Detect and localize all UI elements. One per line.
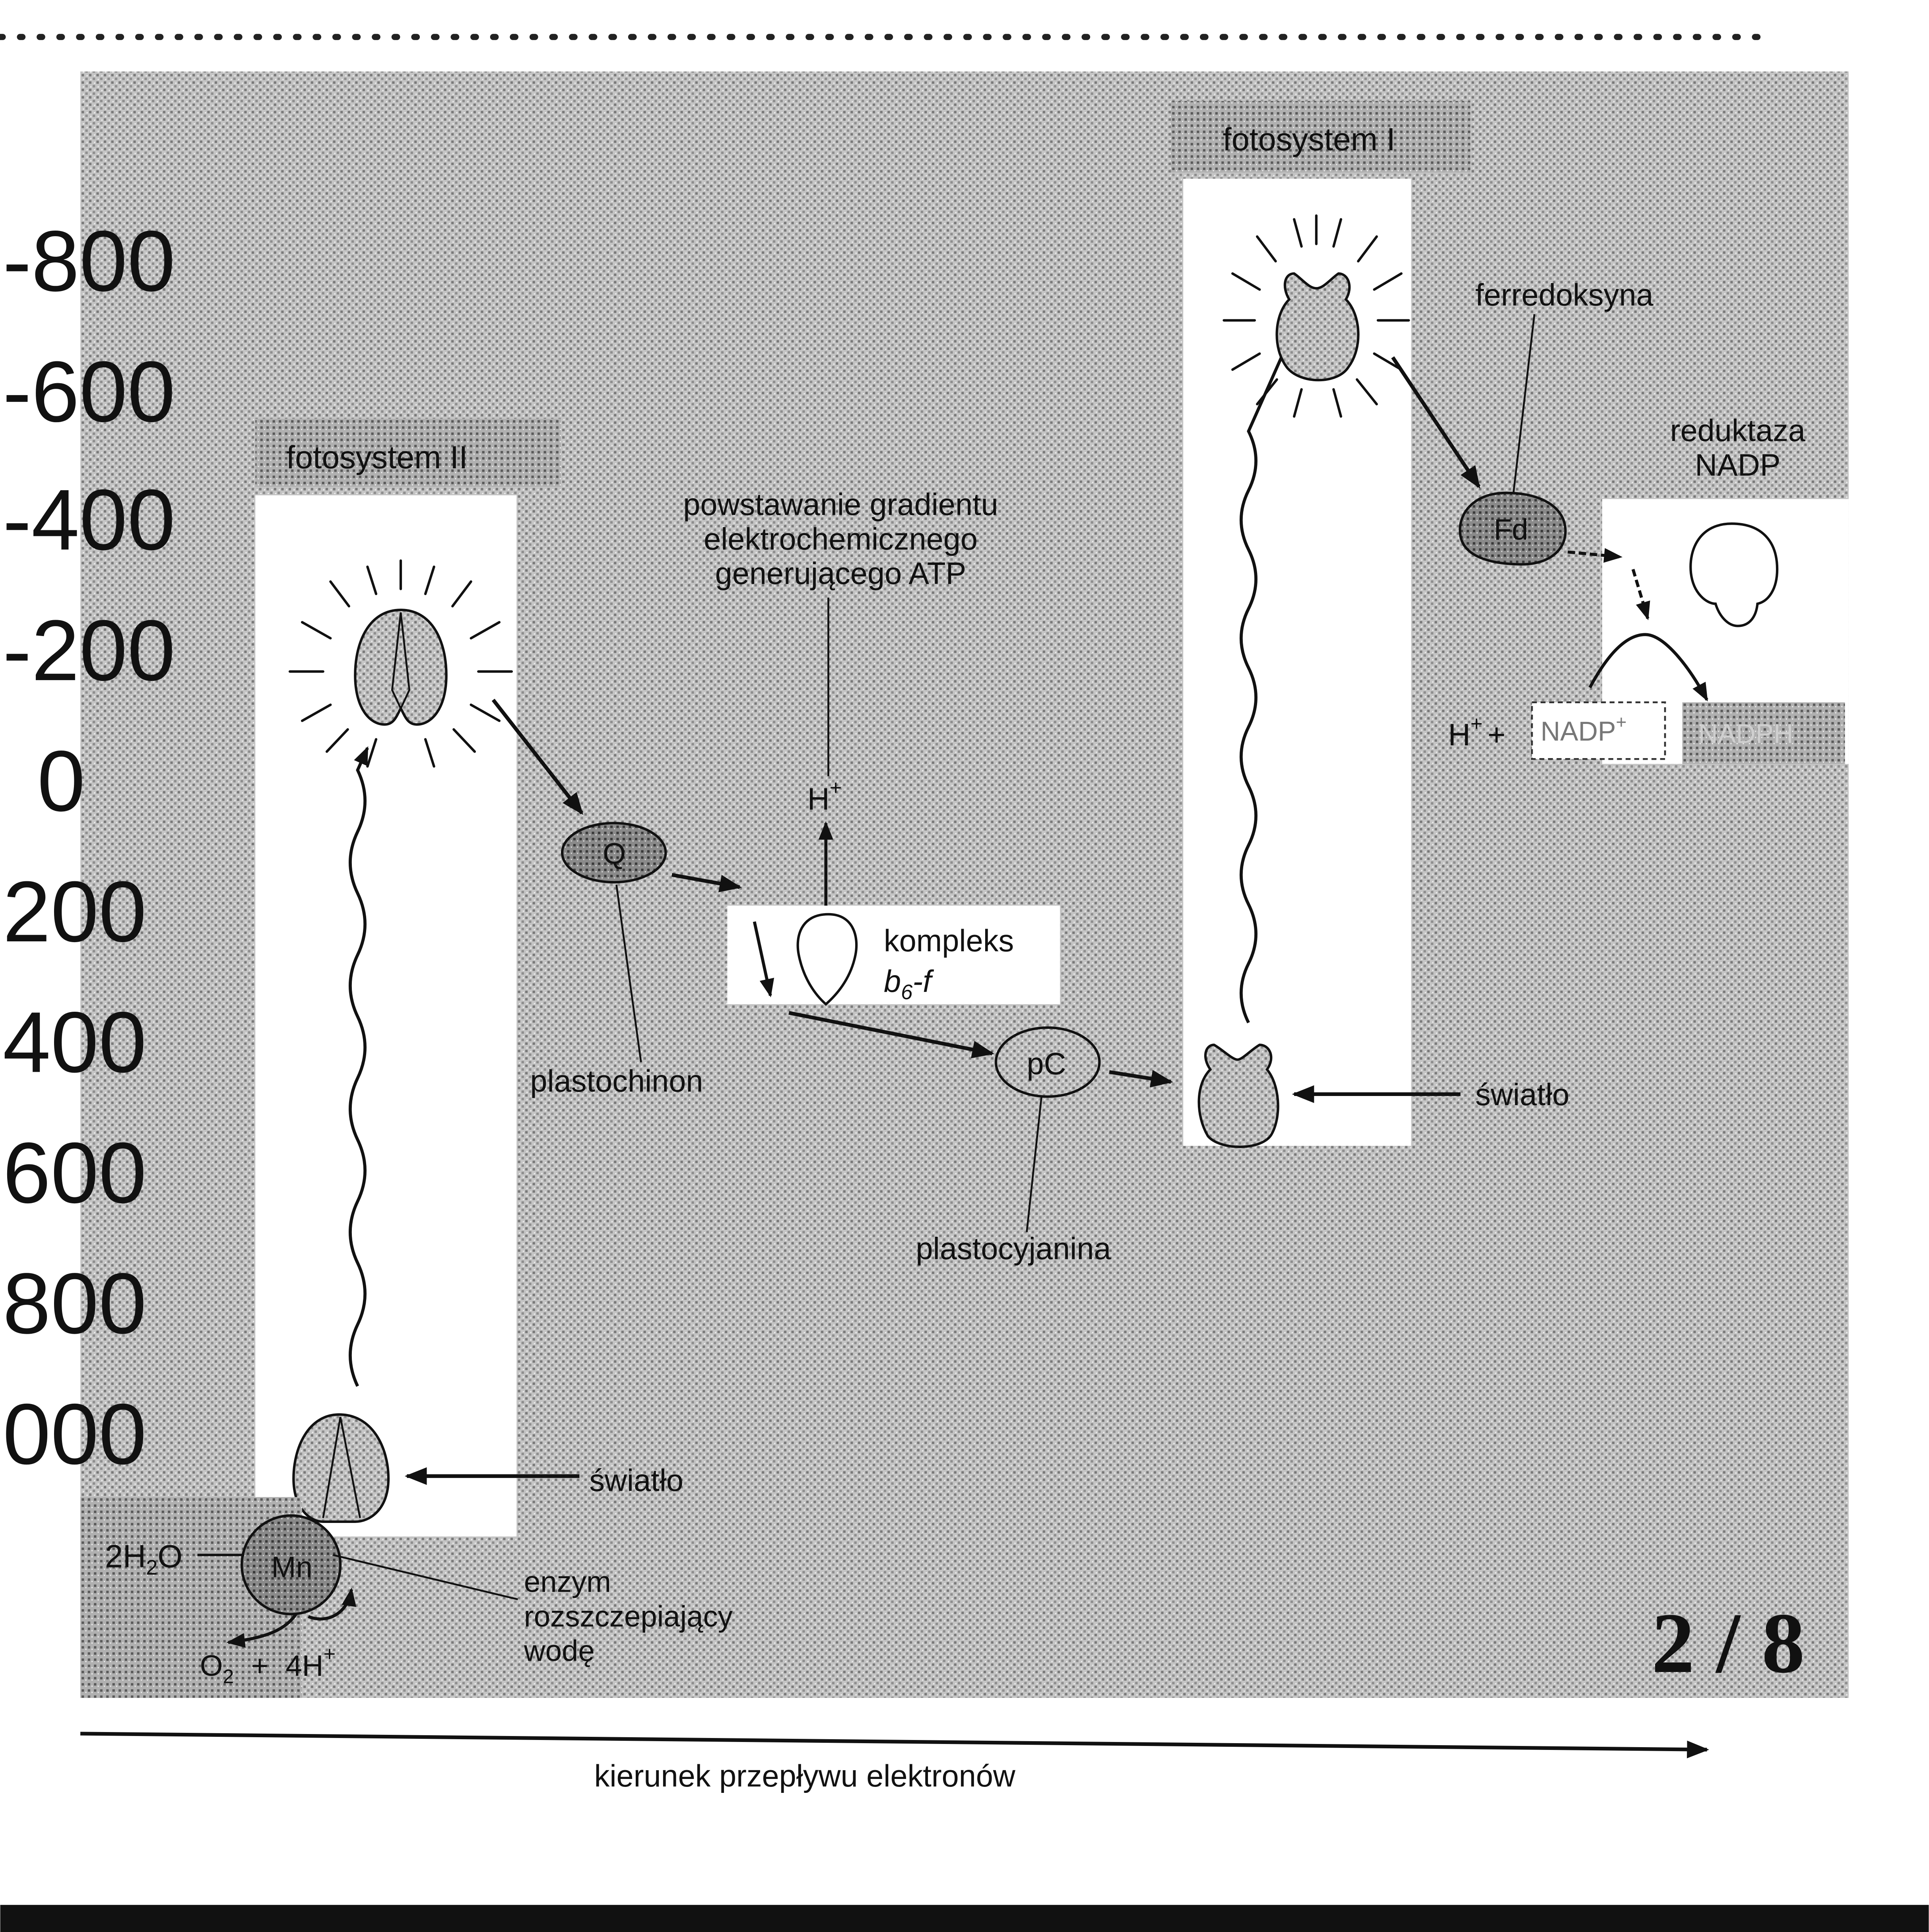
y-axis: -800 -600 -400 -200 0 200 400 600 800 00… <box>3 213 175 1482</box>
oxygen-arrow <box>226 1613 297 1648</box>
plastocyanin <box>994 1026 1101 1098</box>
plastocyanin-symbol: pC <box>1027 1047 1066 1081</box>
ferredoxin-label: ferredoksyna <box>1475 278 1654 312</box>
arrow-ps2-to-q <box>491 698 584 815</box>
light-label-ps2: światło <box>589 1463 683 1497</box>
ps2-excited-center <box>288 559 513 768</box>
y-tick: 400 <box>3 994 147 1090</box>
ps1-label-box <box>1171 101 1471 173</box>
ps1-excited-center <box>1223 214 1410 418</box>
oxygen-label: O2+4H+ <box>200 1642 336 1688</box>
y-tick: 200 <box>3 863 147 960</box>
y-tick: -600 <box>3 343 175 440</box>
enzyme-caption-line: enzym <box>524 1565 611 1598</box>
arrow-b6f-down <box>753 921 774 997</box>
y-tick: 0 <box>37 733 85 829</box>
gradient-note-line: generującego ATP <box>715 557 966 591</box>
center-white-panel <box>727 906 1060 1005</box>
plastoquinone-leader <box>615 885 642 1063</box>
ferredoxin-symbol: Fd <box>1494 513 1528 546</box>
y-tick: -400 <box>3 471 175 568</box>
reductase-label-line1: reduktaza <box>1670 414 1806 448</box>
proton-arrow <box>308 1587 357 1621</box>
nadp-box <box>1531 701 1666 760</box>
y-tick: 800 <box>3 1255 147 1352</box>
enzyme-caption-line: rozszczepiający <box>524 1600 733 1633</box>
water-enzyme-caption: enzym rozszczepiający wodę <box>524 1565 733 1668</box>
nadph-label: NADPH <box>1698 719 1793 749</box>
enzyme-leader-line <box>332 1554 518 1600</box>
gradient-note-line: powstawanie gradientu <box>683 488 998 522</box>
cytochrome-label-line2: b6-f <box>884 964 934 1004</box>
mn-enzyme-symbol: Mn <box>272 1550 312 1583</box>
page-number: 2 / 8 <box>1651 1595 1805 1691</box>
ps2-label: fotosystem II <box>286 440 468 475</box>
light-label-ps1: światło <box>1475 1078 1570 1112</box>
cytochrome-label-line1: kompleks <box>884 924 1014 958</box>
arrow-b6f-to-pc <box>788 1011 995 1059</box>
gradient-note-line: elektrochemicznego <box>704 522 978 556</box>
ps1-ground-center <box>1197 1044 1279 1148</box>
ps1-excitation-wave <box>1240 318 1299 1024</box>
plastocyanin-leader <box>1026 1096 1043 1232</box>
h-plus-label: H+ <box>807 776 842 816</box>
plastoquinone-symbol: Q <box>603 837 626 870</box>
ferredoxin <box>1459 491 1567 566</box>
ps2-excitation-wave <box>349 746 369 1387</box>
water-label: 2H2O <box>105 1539 182 1580</box>
y-tick: 600 <box>3 1125 147 1221</box>
reductase-label-line2: NADP <box>1695 448 1780 482</box>
electron-flow-axis <box>80 1732 1710 1759</box>
nadp-reaction-curve <box>1588 633 1708 702</box>
enzyme-caption-line: wodę <box>524 1634 595 1667</box>
nadp-label: NADP+ <box>1541 712 1627 747</box>
nadph-box <box>1682 702 1845 764</box>
arrow-fd-to-reductase <box>1567 548 1623 563</box>
ferredoxin-leader <box>1512 314 1535 493</box>
y-tick: -200 <box>3 602 175 698</box>
arrow-pc-to-ps1 <box>1109 1070 1173 1088</box>
arrow-ps1-to-fd <box>1391 356 1481 489</box>
bottom-scan-edge <box>0 1905 1929 1932</box>
nadp-h-plus: H++ <box>1448 712 1506 752</box>
mn-enzyme <box>241 1514 342 1616</box>
cytochrome-b6f <box>796 913 858 1006</box>
arrow-reductase-down <box>1631 568 1650 621</box>
nadp-reductase <box>1689 522 1779 627</box>
plastocyanin-label: plastocyjanina <box>916 1232 1112 1266</box>
ps2-ground-center <box>292 1413 390 1523</box>
plastoquinone <box>561 822 667 884</box>
plastoquinone-label: plastochinon <box>530 1064 703 1098</box>
arrow-q-to-b6f <box>671 873 742 892</box>
ps1-label: fotosystem I <box>1223 122 1395 157</box>
y-tick: 000 <box>3 1386 147 1482</box>
ps2-label-box <box>255 419 561 487</box>
electron-flow-label: kierunek przepływu elektronów <box>594 1759 1016 1793</box>
y-tick: -800 <box>3 213 175 309</box>
